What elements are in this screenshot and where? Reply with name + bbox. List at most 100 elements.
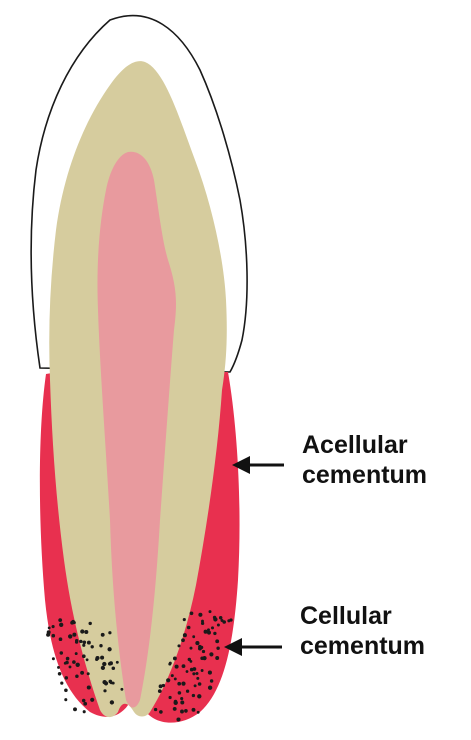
- cementocyte-dot: [176, 717, 180, 721]
- cementocyte-dot: [102, 662, 106, 666]
- cementocyte-dot: [190, 668, 194, 672]
- cellular-line1: Cellular: [300, 601, 425, 631]
- cementocyte-dot: [76, 663, 80, 667]
- cementocyte-dot: [194, 684, 197, 687]
- cementocyte-dot: [201, 622, 204, 625]
- cementocyte-dot: [208, 686, 212, 690]
- cementocyte-dot: [52, 625, 55, 628]
- cementocyte-dot: [112, 666, 116, 670]
- cementocyte-dot: [190, 611, 194, 615]
- cementocyte-dot: [198, 682, 202, 686]
- cementocyte-dot: [162, 684, 165, 687]
- cementocyte-dot: [87, 672, 90, 675]
- cementocyte-dot: [192, 635, 195, 638]
- cementocyte-dot: [69, 665, 72, 668]
- cementocyte-dot: [190, 647, 193, 650]
- cementocyte-dot: [183, 633, 187, 637]
- cementocyte-dot: [184, 709, 188, 713]
- cementocyte-dot: [213, 632, 216, 635]
- cellular-line2: cementum: [300, 631, 425, 661]
- cementocyte-dot: [175, 665, 179, 669]
- cementocyte-dot: [100, 656, 104, 660]
- cementocyte-dot: [196, 672, 199, 675]
- cementocyte-dot: [177, 644, 180, 647]
- cementocyte-dot: [197, 694, 201, 698]
- cementocyte-dot: [83, 702, 87, 706]
- cementocyte-dot: [154, 708, 157, 711]
- cementocyte-dot: [202, 650, 205, 653]
- cementocyte-dot: [180, 697, 183, 700]
- cementocyte-dot: [101, 666, 105, 670]
- cementocyte-dot: [72, 633, 76, 637]
- cementocyte-dot: [116, 661, 119, 664]
- cementocyte-dot: [192, 672, 195, 675]
- acellular-line1: Acellular: [302, 430, 427, 460]
- cementocyte-dot: [181, 682, 185, 686]
- cementocyte-dot: [59, 637, 63, 641]
- cementocyte-dot: [196, 677, 199, 680]
- cementocyte-dot: [202, 656, 206, 660]
- cementocyte-dot: [166, 678, 170, 682]
- cementocyte-dot: [82, 699, 86, 703]
- cementocyte-dot: [86, 658, 89, 661]
- cementocyte-dot: [87, 685, 91, 689]
- cementocyte-dot: [79, 640, 82, 643]
- cementocyte-dot: [58, 672, 62, 676]
- cementocyte-dot: [195, 641, 199, 645]
- cementocyte-dot: [64, 698, 67, 701]
- cementocyte-dot: [178, 691, 182, 695]
- cementocyte-dot: [215, 639, 219, 643]
- cementocyte-dot: [82, 644, 85, 647]
- cementocyte-dot: [211, 626, 214, 629]
- cementocyte-dot: [227, 619, 230, 622]
- cementocyte-dot: [120, 688, 123, 691]
- cementocyte-dot: [73, 707, 77, 711]
- cementocyte-dot: [215, 656, 219, 660]
- cementocyte-dot: [207, 628, 210, 631]
- cementocyte-dot: [174, 701, 178, 705]
- cementocyte-dot: [213, 617, 217, 621]
- cementocyte-dot: [182, 664, 186, 668]
- cementocyte-dot: [95, 656, 99, 660]
- acellular-cementum-label: Acellular cementum: [302, 430, 427, 490]
- cementocyte-dot: [198, 613, 202, 617]
- cementocyte-dot: [210, 679, 213, 682]
- cementocyte-dot: [217, 624, 220, 627]
- cellular-cementum-label: Cellular cementum: [300, 601, 425, 661]
- cementocyte-dot: [181, 638, 185, 642]
- cementocyte-dot: [209, 610, 212, 613]
- cementocyte-dot: [108, 631, 111, 634]
- cementocyte-dot: [220, 619, 223, 622]
- cementocyte-dot: [47, 630, 51, 634]
- cementocyte-dot: [52, 634, 56, 638]
- cementocyte-dot: [174, 677, 177, 680]
- cementocyte-dot: [72, 660, 76, 664]
- cementocyte-dot: [88, 622, 91, 625]
- cementocyte-dot: [188, 658, 191, 661]
- cementocyte-dot: [201, 669, 204, 672]
- cementocyte-dot: [216, 646, 219, 649]
- cementocyte-dot: [99, 644, 102, 647]
- cementocyte-dot: [173, 656, 177, 660]
- cementocyte-dot: [173, 707, 177, 711]
- arrow-cellular: [224, 638, 282, 656]
- cementocyte-dot: [180, 701, 184, 705]
- cementocyte-dot: [82, 654, 86, 658]
- cementocyte-dot: [75, 640, 78, 643]
- cementocyte-dot: [75, 652, 78, 655]
- cementocyte-dot: [177, 682, 181, 686]
- cementocyte-dot: [91, 645, 94, 648]
- cementocyte-dot: [66, 657, 70, 661]
- cementocyte-dot: [168, 663, 171, 666]
- cementocyte-dot: [186, 690, 189, 693]
- cementocyte-dot: [68, 634, 72, 638]
- cementocyte-dot: [198, 645, 202, 649]
- cementocyte-dot: [192, 694, 195, 697]
- cementocyte-dot: [219, 616, 222, 619]
- cementocyte-dot: [108, 662, 112, 666]
- cementocyte-dot: [209, 652, 213, 656]
- cementocyte-dot: [57, 666, 60, 669]
- cementocyte-dot: [204, 630, 208, 634]
- cementocyte-dot: [80, 671, 84, 675]
